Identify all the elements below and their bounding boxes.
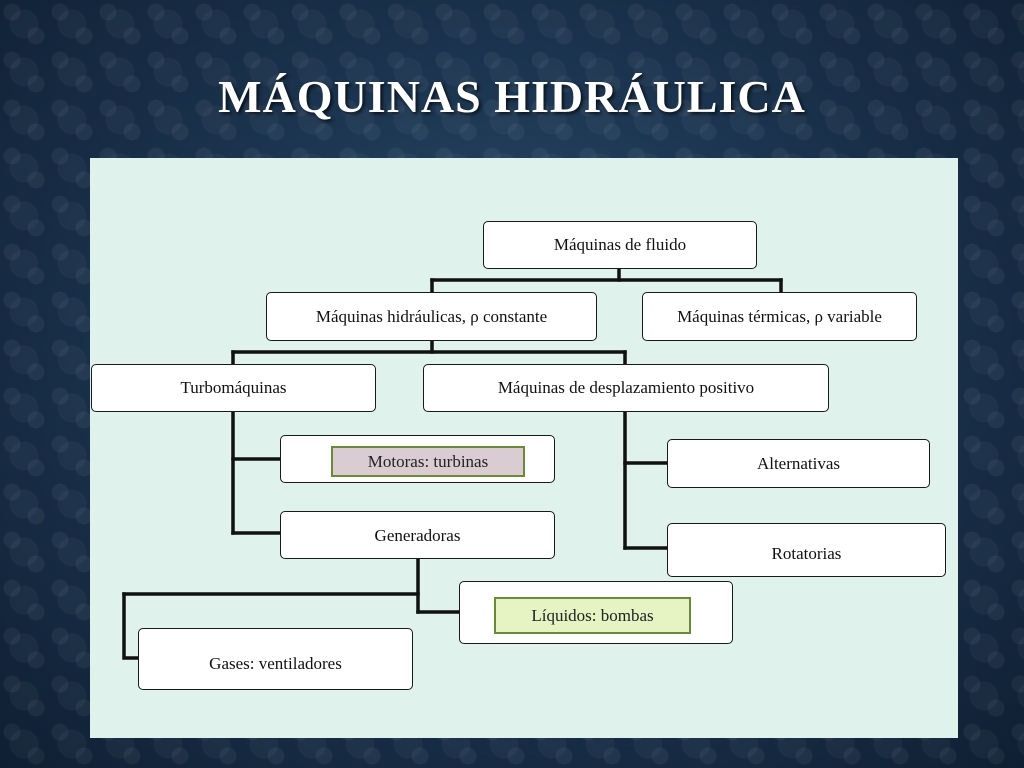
node-label: Turbomáquinas (180, 378, 287, 397)
node-label: Generadoras (374, 526, 461, 545)
node-label: Alternativas (756, 453, 841, 473)
node-label: Máquinas de fluido (553, 235, 687, 254)
node-label: Máquinas de desplazamiento positivo (497, 378, 755, 397)
node-generadoras: Generadoras (280, 511, 555, 559)
slide-title: MÁQUINAS HIDRÁULICA (218, 71, 806, 122)
node-gases-ventiladores: Gases: ventiladores (138, 628, 413, 690)
node-label: Máquinas hidráulicas, ρ constante (315, 306, 548, 326)
node-rotatorias: Rotatorias (667, 523, 946, 577)
node-label: Motoras: turbinas (367, 451, 489, 471)
node-label: Líquidos: bombas (531, 605, 654, 625)
node-label: Gases: ventiladores (209, 654, 342, 673)
connector-to-gases (122, 592, 141, 660)
node-alternativas: Alternativas (667, 439, 930, 488)
highlight-motoras-turbinas: Motoras: turbinas (331, 446, 525, 477)
node-maquinas-termicas: Máquinas térmicas, ρ variable (642, 292, 917, 341)
node-label: Máquinas térmicas, ρ variable (677, 306, 882, 326)
node-label: Rotatorias (771, 544, 842, 563)
node-desplazamiento-positivo: Máquinas de desplazamiento positivo (423, 364, 829, 412)
node-maquinas-de-fluido: Máquinas de fluido (483, 221, 757, 269)
highlight-liquidos-bombas: Líquidos: bombas (494, 597, 691, 634)
node-maquinas-hidraulicas: Máquinas hidráulicas, ρ constante (266, 292, 597, 341)
node-turbomaquinas: Turbomáquinas (91, 364, 376, 412)
